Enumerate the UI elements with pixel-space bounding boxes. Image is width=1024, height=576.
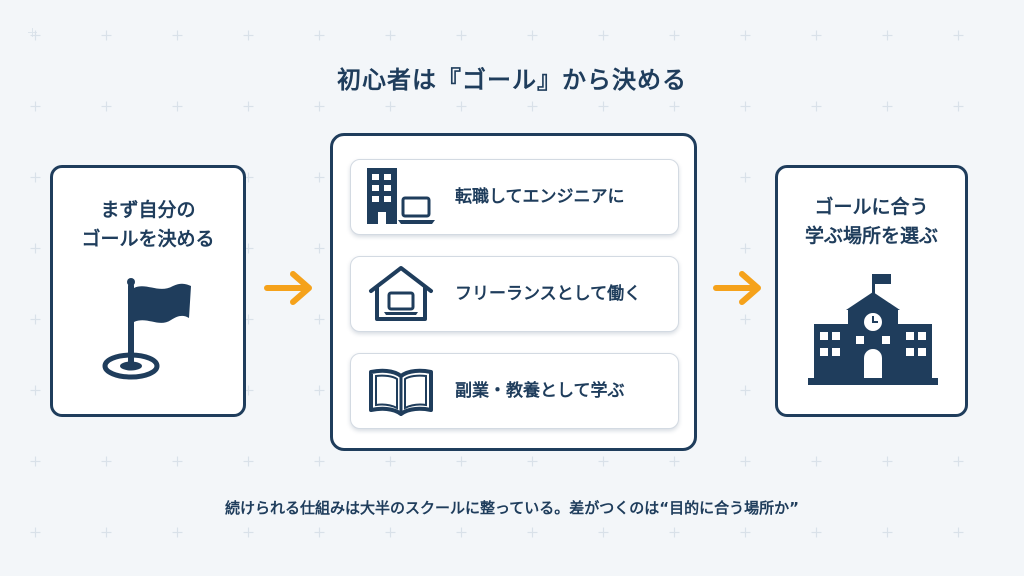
option-career-change: 転職してエンジニアに bbox=[350, 159, 679, 235]
goal-setting-line-2: ゴールを決める bbox=[81, 228, 215, 250]
option-freelance: フリーランスとして働く bbox=[350, 256, 679, 332]
arrow-right-icon bbox=[713, 271, 761, 305]
option-career-change-label: 転職してエンジニアに bbox=[455, 187, 625, 207]
goal-setting-card: まず自分の ゴールを決める bbox=[50, 165, 246, 417]
choose-school-line-2: 学ぶ場所を選ぶ bbox=[804, 225, 938, 247]
choose-school-text: ゴールに合う 学ぶ場所を選ぶ bbox=[778, 193, 965, 251]
choose-school-line-1: ゴールに合う bbox=[814, 196, 929, 218]
goal-options-card: 転職してエンジニアに フリーランスとして働く 副業・教養として学ぶ bbox=[330, 133, 697, 451]
goal-setting-text: まず自分の ゴールを決める bbox=[53, 196, 243, 254]
house-laptop-icon bbox=[369, 266, 433, 321]
goal-setting-line-1: まず自分の bbox=[100, 199, 196, 221]
page-title: 初心者は『ゴール』から決める bbox=[337, 66, 687, 94]
footer-note: 続けられる仕組みは大半のスクールに整っている。差がつくのは“目的に合う場所か” bbox=[225, 499, 799, 517]
school-building-icon bbox=[808, 274, 938, 385]
option-freelance-label: フリーランスとして働く bbox=[455, 284, 642, 304]
building-laptop-icon bbox=[367, 168, 435, 224]
option-side-job-label: 副業・教養として学ぶ bbox=[455, 381, 625, 401]
arrow-right-icon bbox=[264, 271, 312, 305]
open-book-icon bbox=[369, 368, 433, 416]
choose-school-card: ゴールに合う 学ぶ場所を選ぶ bbox=[775, 165, 968, 417]
flag-icon bbox=[102, 278, 191, 380]
option-side-job: 副業・教養として学ぶ bbox=[350, 353, 679, 429]
